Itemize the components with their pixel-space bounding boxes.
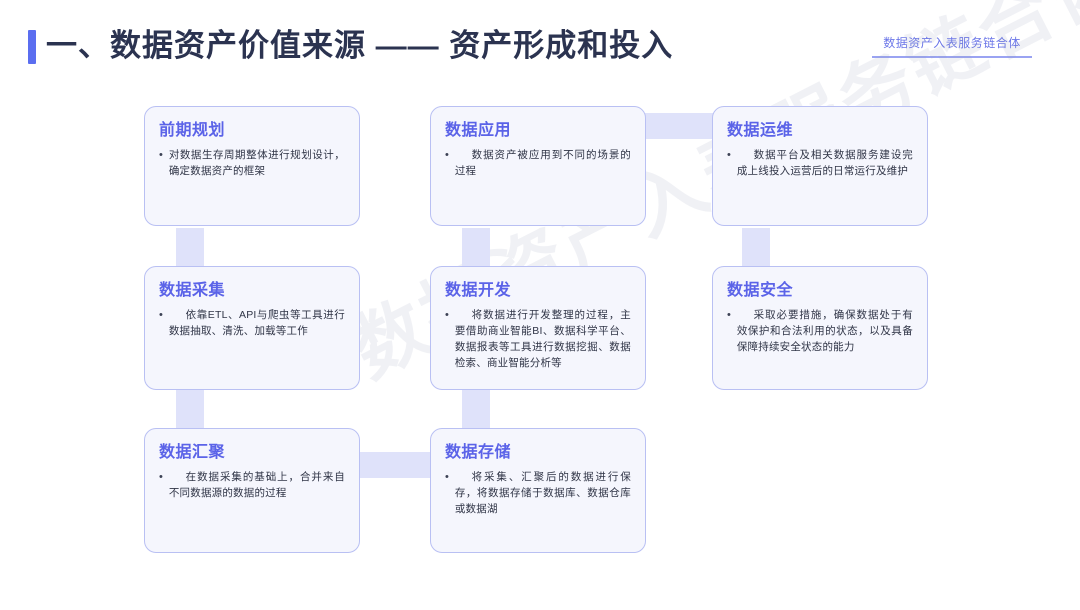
card-data-application[interactable]: 数据应用 • 数据资产被应用到不同的场景的过程 (430, 106, 646, 226)
card-data-storage[interactable]: 数据存储 • 将采集、汇聚后的数据进行保存，将数据存储于数据库、数据仓库或数据湖 (430, 428, 646, 553)
card-text: 在数据采集的基础上，合并来自不同数据源的数据的过程 (168, 471, 345, 499)
card-data-collection[interactable]: 数据采集 • 依靠ETL、API与爬虫等工具进行数据抽取、清洗、加载等工作 (144, 266, 360, 390)
card-title: 数据应用 (445, 122, 512, 139)
card-text: 依靠ETL、API与爬虫等工具进行数据抽取、清洗、加载等工作 (168, 309, 345, 337)
card-data-operations[interactable]: 数据运维 • 数据平台及相关数据服务建设完成上线投入运营后的日常运行及维护 (712, 106, 928, 226)
connector-application-to-development (462, 228, 490, 266)
card-body: • 对数据生存周期整体进行规划设计，确定数据资产的框架 (159, 147, 345, 179)
card-title: 数据运维 (727, 122, 794, 139)
bullet-icon: • (445, 471, 449, 483)
card-title: 数据存储 (445, 444, 512, 461)
card-text: 数据资产被应用到不同的场景的过程 (454, 149, 631, 177)
bullet-icon: • (727, 309, 731, 321)
bullet-icon: • (159, 309, 163, 321)
brand-tag: 数据资产入表服务链合体 (872, 34, 1032, 58)
card-text: 将采集、汇聚后的数据进行保存，将数据存储于数据库、数据仓库或数据湖 (454, 471, 631, 515)
card-title: 数据开发 (445, 282, 512, 299)
bullet-icon: • (159, 471, 163, 483)
card-data-development[interactable]: 数据开发 • 将数据进行开发整理的过程，主要借助商业智能BI、数据科学平台、数据… (430, 266, 646, 390)
card-text: 采取必要措施，确保数据处于有效保护和合法利用的状态，以及具备保障持续安全状态的能… (736, 309, 913, 353)
bullet-icon: • (727, 149, 731, 161)
card-body: • 采取必要措施，确保数据处于有效保护和合法利用的状态，以及具备保障持续安全状态… (727, 307, 913, 355)
connector-aggregation-to-storage (352, 452, 442, 478)
card-title: 数据汇聚 (159, 444, 226, 461)
bullet-icon: • (445, 149, 449, 161)
card-text: 数据平台及相关数据服务建设完成上线投入运营后的日常运行及维护 (736, 149, 913, 177)
card-data-security[interactable]: 数据安全 • 采取必要措施，确保数据处于有效保护和合法利用的状态，以及具备保障持… (712, 266, 928, 390)
card-body: • 在数据采集的基础上，合并来自不同数据源的数据的过程 (159, 469, 345, 501)
card-body: • 依靠ETL、API与爬虫等工具进行数据抽取、清洗、加载等工作 (159, 307, 345, 339)
card-data-aggregation[interactable]: 数据汇聚 • 在数据采集的基础上，合并来自不同数据源的数据的过程 (144, 428, 360, 553)
card-body: • 数据资产被应用到不同的场景的过程 (445, 147, 631, 179)
card-body: • 将采集、汇聚后的数据进行保存，将数据存储于数据库、数据仓库或数据湖 (445, 469, 631, 517)
title-accent-bar (28, 30, 36, 64)
card-body: • 将数据进行开发整理的过程，主要借助商业智能BI、数据科学平台、数据报表等工具… (445, 307, 631, 371)
page-title: 一、数据资产价值来源 —— 资产形成和投入 (46, 28, 674, 63)
card-title: 数据安全 (727, 282, 794, 299)
connector-application-to-operations (640, 113, 718, 139)
card-title: 前期规划 (159, 122, 226, 139)
page-header: 一、数据资产价值来源 —— 资产形成和投入 数据资产入表服务链合体 (0, 0, 1080, 88)
card-text: 将数据进行开发整理的过程，主要借助商业智能BI、数据科学平台、数据报表等工具进行… (454, 309, 631, 369)
connector-collection-to-aggregation (176, 388, 204, 428)
bullet-icon: • (445, 309, 449, 321)
connector-operations-to-security (742, 228, 770, 266)
bullet-icon: • (159, 149, 163, 161)
card-pre-planning[interactable]: 前期规划 • 对数据生存周期整体进行规划设计，确定数据资产的框架 (144, 106, 360, 226)
connector-development-to-storage (462, 388, 490, 428)
card-title: 数据采集 (159, 282, 226, 299)
card-text: 对数据生存周期整体进行规划设计，确定数据资产的框架 (168, 149, 345, 177)
connector-planning-to-collection (176, 228, 204, 266)
card-body: • 数据平台及相关数据服务建设完成上线投入运营后的日常运行及维护 (727, 147, 913, 179)
